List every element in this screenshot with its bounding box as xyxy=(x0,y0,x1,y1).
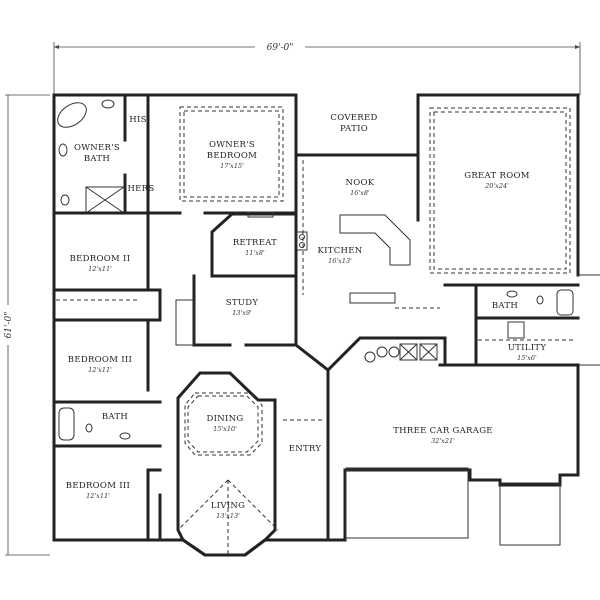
bedroom-3-upper: BEDROOM III 12'x11' xyxy=(52,318,150,404)
svg-text:OWNER'S: OWNER'S xyxy=(209,140,255,150)
svg-text:OWNER'S: OWNER'S xyxy=(74,143,120,153)
svg-text:12'x11': 12'x11' xyxy=(86,492,110,500)
svg-text:17'x15': 17'x15' xyxy=(220,162,244,170)
utility-wing: BATH UTILITY 15'x6' xyxy=(438,283,580,367)
svg-text:HIS: HIS xyxy=(129,115,147,125)
svg-text:BEDROOM II: BEDROOM II xyxy=(70,254,131,264)
svg-text:GREAT ROOM: GREAT ROOM xyxy=(464,171,529,181)
svg-text:BATH: BATH xyxy=(102,412,128,422)
svg-text:12'x11': 12'x11' xyxy=(88,265,112,273)
svg-text:BATH: BATH xyxy=(492,301,518,311)
svg-text:RETREAT: RETREAT xyxy=(233,238,277,248)
svg-text:THREE CAR GARAGE: THREE CAR GARAGE xyxy=(393,426,493,436)
study: STUDY 13'x9' xyxy=(175,274,298,347)
svg-text:15'x6': 15'x6' xyxy=(517,354,537,362)
svg-text:16'x13': 16'x13' xyxy=(328,257,352,265)
svg-text:32'x21': 32'x21' xyxy=(431,437,455,445)
svg-text:12'x11': 12'x11' xyxy=(88,366,112,374)
covered-patio: COVERED PATIO xyxy=(330,113,377,134)
svg-text:STUDY: STUDY xyxy=(226,298,259,308)
svg-text:PATIO: PATIO xyxy=(340,124,368,134)
svg-text:UTILITY: UTILITY xyxy=(508,343,547,353)
hall-bath: BATH xyxy=(52,407,150,448)
great-room: GREAT ROOM 20'x24' xyxy=(416,107,571,274)
svg-text:20'x24': 20'x24' xyxy=(484,182,509,190)
owners-bath: OWNER'S BATH HIS HERS xyxy=(52,93,154,215)
svg-text:13'x9': 13'x9' xyxy=(232,309,252,317)
svg-text:ENTRY: ENTRY xyxy=(289,444,322,454)
bedroom-3-lower: BEDROOM III 12'x11' xyxy=(66,468,150,542)
depth-dimension-label: 61'-0" xyxy=(4,312,14,339)
garage: THREE CAR GARAGE 32'x21' xyxy=(325,336,561,546)
svg-text:BEDROOM III: BEDROOM III xyxy=(66,481,130,491)
dining-living: DINING 15'x10' LIVING 13'x13' xyxy=(176,371,279,557)
svg-text:COVERED: COVERED xyxy=(330,113,377,123)
svg-text:BEDROOM III: BEDROOM III xyxy=(68,355,132,365)
svg-text:BATH: BATH xyxy=(84,154,110,164)
bedroom-2: BEDROOM II 12'x11' xyxy=(52,211,150,301)
svg-text:15'x10': 15'x10' xyxy=(213,425,237,433)
entry: ENTRY xyxy=(283,368,330,542)
svg-text:11'x8': 11'x8' xyxy=(245,249,265,257)
svg-text:BEDROOM: BEDROOM xyxy=(207,151,257,161)
hallway-walls xyxy=(146,288,331,542)
width-dimension: 69'-0" xyxy=(53,40,581,95)
owners-bedroom: OWNER'S BEDROOM 17'x15' xyxy=(146,106,298,215)
svg-text:KITCHEN: KITCHEN xyxy=(317,246,362,256)
svg-text:HERS: HERS xyxy=(127,184,154,194)
retreat: RETREAT 11'x8' xyxy=(210,211,298,278)
width-dimension-label: 69'-0" xyxy=(267,43,294,53)
svg-text:NOOK: NOOK xyxy=(346,178,375,188)
svg-text:16'x8': 16'x8' xyxy=(350,189,370,197)
svg-text:LIVING: LIVING xyxy=(211,501,246,511)
svg-text:13'x13': 13'x13' xyxy=(216,512,240,520)
svg-text:DINING: DINING xyxy=(207,414,244,424)
depth-dimension: 61'-0" xyxy=(1,94,50,556)
